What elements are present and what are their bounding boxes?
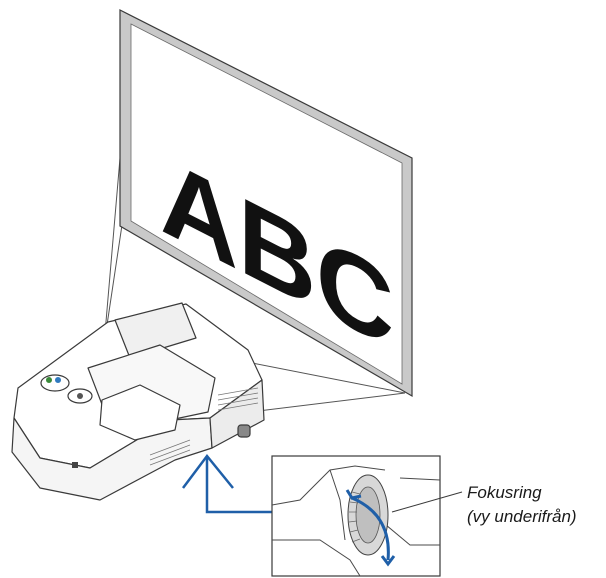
view-from-below-label: (vy underifrån) bbox=[467, 507, 577, 527]
pointer-arrow bbox=[183, 456, 272, 512]
projector bbox=[12, 303, 264, 500]
focus-ring-inset bbox=[272, 456, 462, 576]
focus-ring-label: Fokusring bbox=[467, 483, 542, 503]
focus-ring bbox=[348, 475, 388, 555]
